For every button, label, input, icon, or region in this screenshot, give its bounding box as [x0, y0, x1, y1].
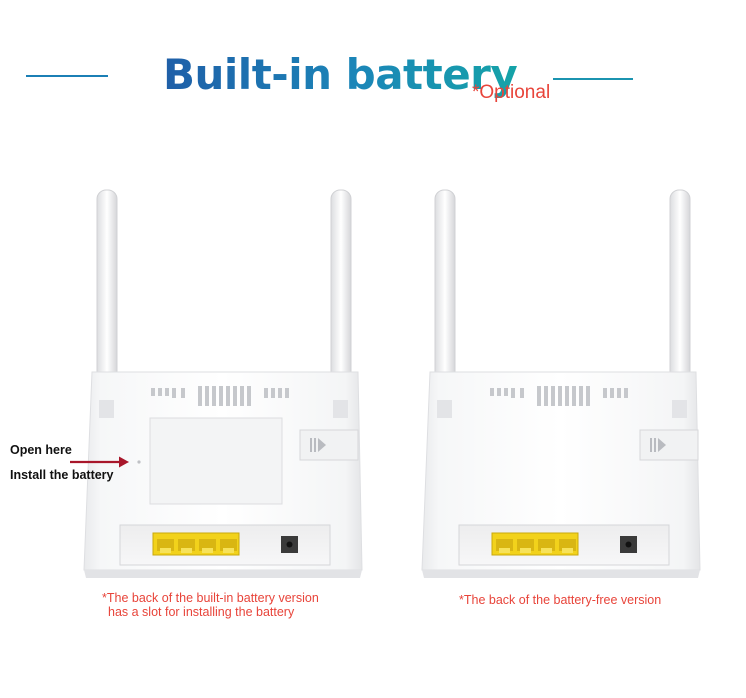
optional-note: *Optional: [472, 82, 551, 103]
left-caption-line1: *The back of the built-in battery versio…: [102, 591, 319, 605]
right-caption: *The back of the battery-free version: [459, 593, 662, 607]
header-rule-right: [553, 78, 633, 80]
open-here-label: Open here: [10, 443, 72, 457]
header-rule-left: [26, 75, 108, 77]
left-caption-line2: has a slot for installing the battery: [108, 605, 295, 619]
install-battery-label: Install the battery: [10, 468, 114, 482]
page-title: Built-in battery: [163, 50, 518, 99]
